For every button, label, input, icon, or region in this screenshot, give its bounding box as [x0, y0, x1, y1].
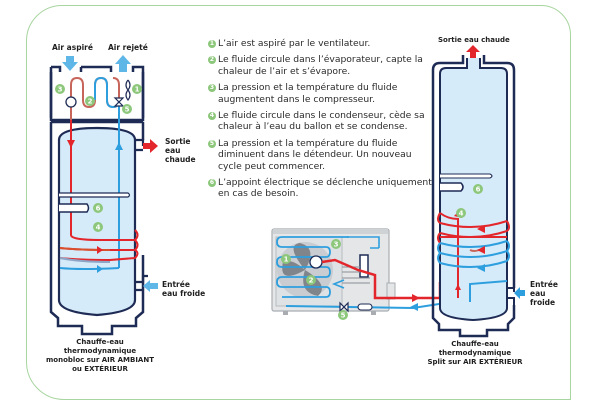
caption-line: ou EXTÉRIEUR: [72, 365, 128, 373]
left-tank-outer: [49, 122, 145, 336]
step-text: La pression et la température du fluide …: [218, 137, 412, 172]
right-condenser-coil: [439, 212, 508, 298]
step-text: L’air est aspiré par le ventilateur.: [218, 38, 371, 49]
left-cold-water-in-label: Entrée eau froide: [162, 280, 205, 298]
label-line: Sortie: [165, 137, 191, 146]
outdoor-evaporator-coil: [276, 236, 349, 298]
outdoor-expansion-valve-icon: [339, 301, 349, 313]
step-number-badge: 6: [208, 179, 216, 188]
right-cold-water-in-arrow-icon: [514, 287, 525, 299]
caption-line: monobloc sur AIR AMBIANT: [46, 356, 154, 364]
right-unit-caption: Chauffe-eau thermodynamique Split sur AI…: [415, 340, 535, 367]
label-line: eau froide: [162, 289, 206, 298]
right-hot-water-out-label: Sortie eau chaude: [438, 36, 510, 44]
left-hot-water-out-label: Sortie eau chaude: [165, 137, 196, 164]
air-in-arrow-icon: [62, 56, 78, 71]
badge-5: 5: [125, 106, 130, 114]
caption-line: Split sur AIR EXTÉRIEUR: [427, 358, 523, 366]
outdoor-split-unit: 1 2 3 5: [271, 228, 461, 320]
expansion-valve-icon: [113, 97, 125, 107]
right-badge-4: 4: [459, 210, 464, 218]
split-badge-1: 1: [284, 256, 289, 264]
right-hot-water-out-arrow-icon: [466, 45, 480, 58]
label-line: eau: [530, 289, 546, 298]
label-line: chaude: [165, 155, 196, 164]
caption-line: thermodynamique: [438, 349, 512, 357]
label-line: Entrée: [530, 280, 558, 289]
split-badge-2: 2: [309, 277, 314, 285]
left-hot-water-out-arrow-icon: [143, 139, 158, 153]
label-line: eau: [165, 146, 181, 155]
right-tank-outer: [431, 55, 516, 338]
left-cold-water-in-arrow-icon: [143, 280, 158, 292]
step-text: La pression et la température du fluide …: [218, 82, 398, 105]
fan-icon: [125, 79, 131, 101]
step-text: L’appoint électrique se déclenche unique…: [218, 177, 432, 200]
label-line: froide: [530, 298, 556, 307]
caption-line: thermodynamique: [63, 347, 137, 355]
label-line: Entrée: [162, 280, 190, 289]
badge-2: 2: [88, 98, 93, 106]
step-number-badge: 1: [208, 40, 216, 48]
left-unit-caption: Chauffe-eau thermodynamique monobloc sur…: [40, 338, 160, 374]
badge-3: 3: [58, 86, 63, 94]
step-text: Le fluide circule dans le condenseur, cè…: [218, 110, 425, 133]
step-text: Le fluide circule dans l’évaporateur, ca…: [218, 54, 423, 77]
air-out-arrow-icon: [115, 55, 131, 72]
badge-4: 4: [96, 224, 101, 232]
left-monobloc-unit: 1 2 3 4 5 6: [49, 55, 158, 336]
left-badges: 1 2 3 4 5 6: [55, 84, 142, 232]
badge-1: 1: [135, 86, 140, 94]
air-in-label: Air aspiré: [52, 43, 93, 52]
left-electric-heater: [59, 192, 131, 198]
right-badge-6: 6: [476, 186, 481, 194]
step-number-badge: 3: [208, 84, 216, 93]
right-split-tank: 6 4: [431, 45, 525, 338]
caption-line: Chauffe-eau: [451, 340, 499, 348]
step-number-badge: 4: [208, 112, 216, 121]
step-number-badge: 2: [208, 56, 216, 65]
outdoor-compressor-icon: [309, 255, 323, 269]
compressor-icon: [65, 96, 77, 108]
step-number-badge: 5: [208, 139, 216, 148]
badge-6: 6: [96, 205, 101, 213]
right-electric-heater: [440, 182, 464, 192]
split-badge-3: 3: [334, 241, 339, 249]
caption-line: Chauffe-eau: [76, 338, 124, 346]
air-out-label: Air rejeté: [108, 43, 148, 52]
right-cold-water-in-label: Entrée eau froide: [530, 280, 558, 307]
split-badge-5: 5: [341, 312, 346, 320]
